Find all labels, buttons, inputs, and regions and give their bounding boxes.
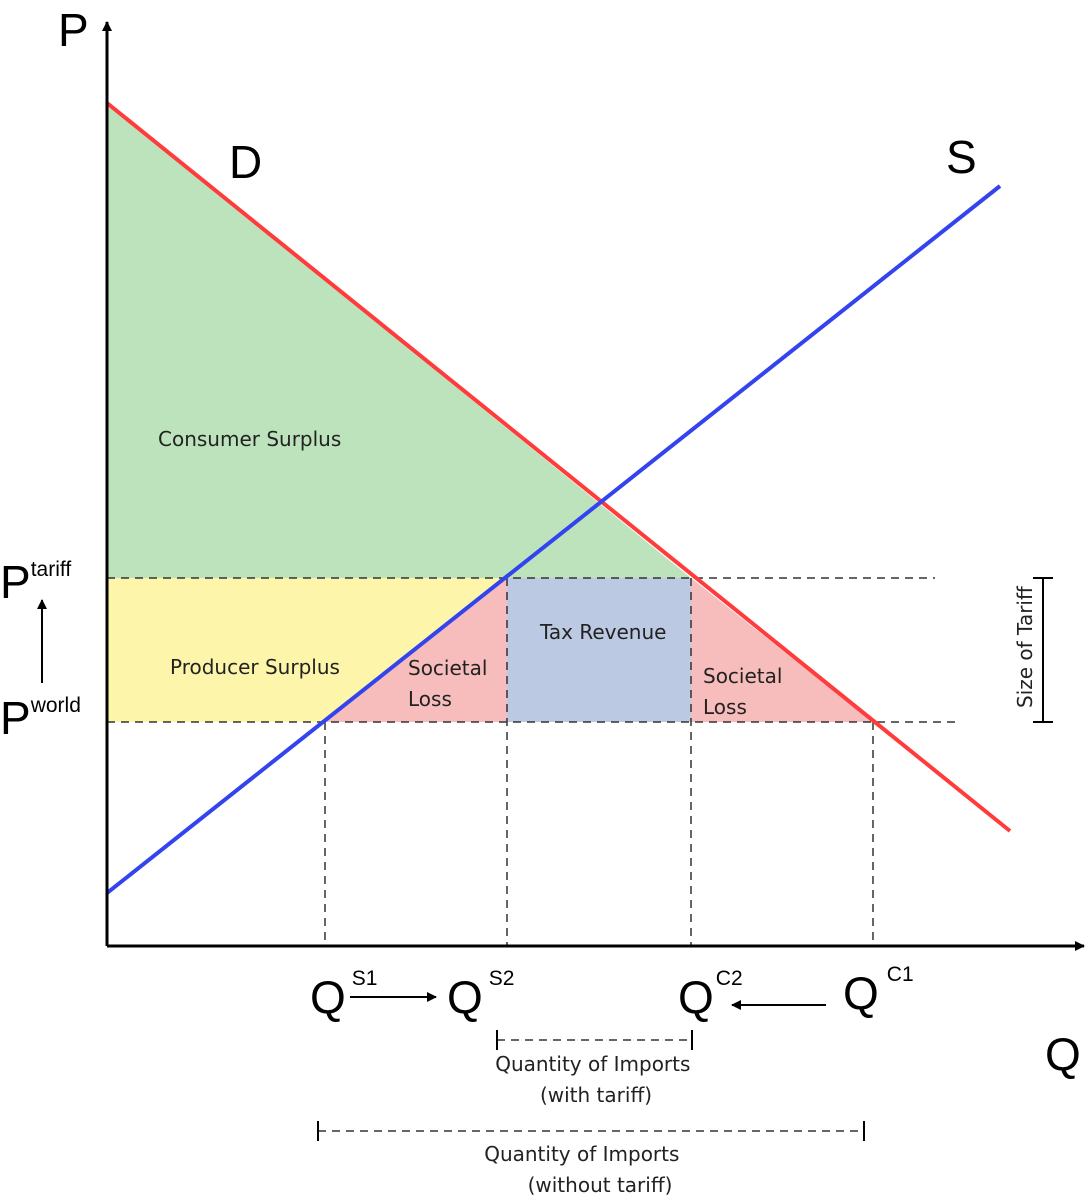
supply-curve bbox=[105, 184, 1002, 895]
tax-revenue-label: Tax Revenue bbox=[539, 620, 666, 644]
imports-with-tariff-line1: Quantity of Imports bbox=[495, 1052, 690, 1076]
tax-revenue-area bbox=[507, 578, 691, 722]
imports-without-tariff-line2: (without tariff) bbox=[528, 1173, 673, 1197]
imports-without-tariff-line1: Quantity of Imports bbox=[484, 1142, 679, 1166]
imports-without-tariff-label: Quantity of Imports (without tariff) bbox=[484, 1142, 686, 1197]
consumer-surplus-label: Consumer Surplus bbox=[158, 427, 341, 451]
tariff-price-label: Ptariff bbox=[0, 556, 71, 608]
supply-label: S bbox=[946, 131, 977, 183]
imports-with-tariff-line2: (with tariff) bbox=[540, 1083, 652, 1107]
societal-loss-right-label: Societal Loss bbox=[703, 664, 789, 719]
size-of-tariff-label: Size of Tariff bbox=[1013, 585, 1037, 708]
demand-label: D bbox=[229, 136, 262, 188]
imports-with-tariff-label: Quantity of Imports (with tariff) bbox=[495, 1052, 697, 1107]
price-axis-label: P bbox=[58, 4, 89, 56]
societal-loss-left-line1: Societal bbox=[408, 656, 487, 680]
producer-surplus-label: Producer Surplus bbox=[170, 655, 340, 679]
world-price-label: Pworld bbox=[0, 692, 81, 744]
demand-curve bbox=[105, 101, 1012, 833]
societal-loss-left-label: Societal Loss bbox=[408, 656, 494, 711]
qc2-label: QC2 bbox=[678, 967, 743, 1023]
societal-loss-left-line2: Loss bbox=[408, 687, 452, 711]
societal-loss-right-line2: Loss bbox=[703, 695, 747, 719]
societal-loss-right-line1: Societal bbox=[703, 664, 782, 688]
quantity-axis-label: Q bbox=[1045, 1028, 1081, 1080]
imports-without-tariff-ends bbox=[317, 1121, 865, 1141]
size-of-tariff-bracket bbox=[1033, 577, 1053, 723]
imports-with-tariff-ends bbox=[496, 1030, 693, 1050]
